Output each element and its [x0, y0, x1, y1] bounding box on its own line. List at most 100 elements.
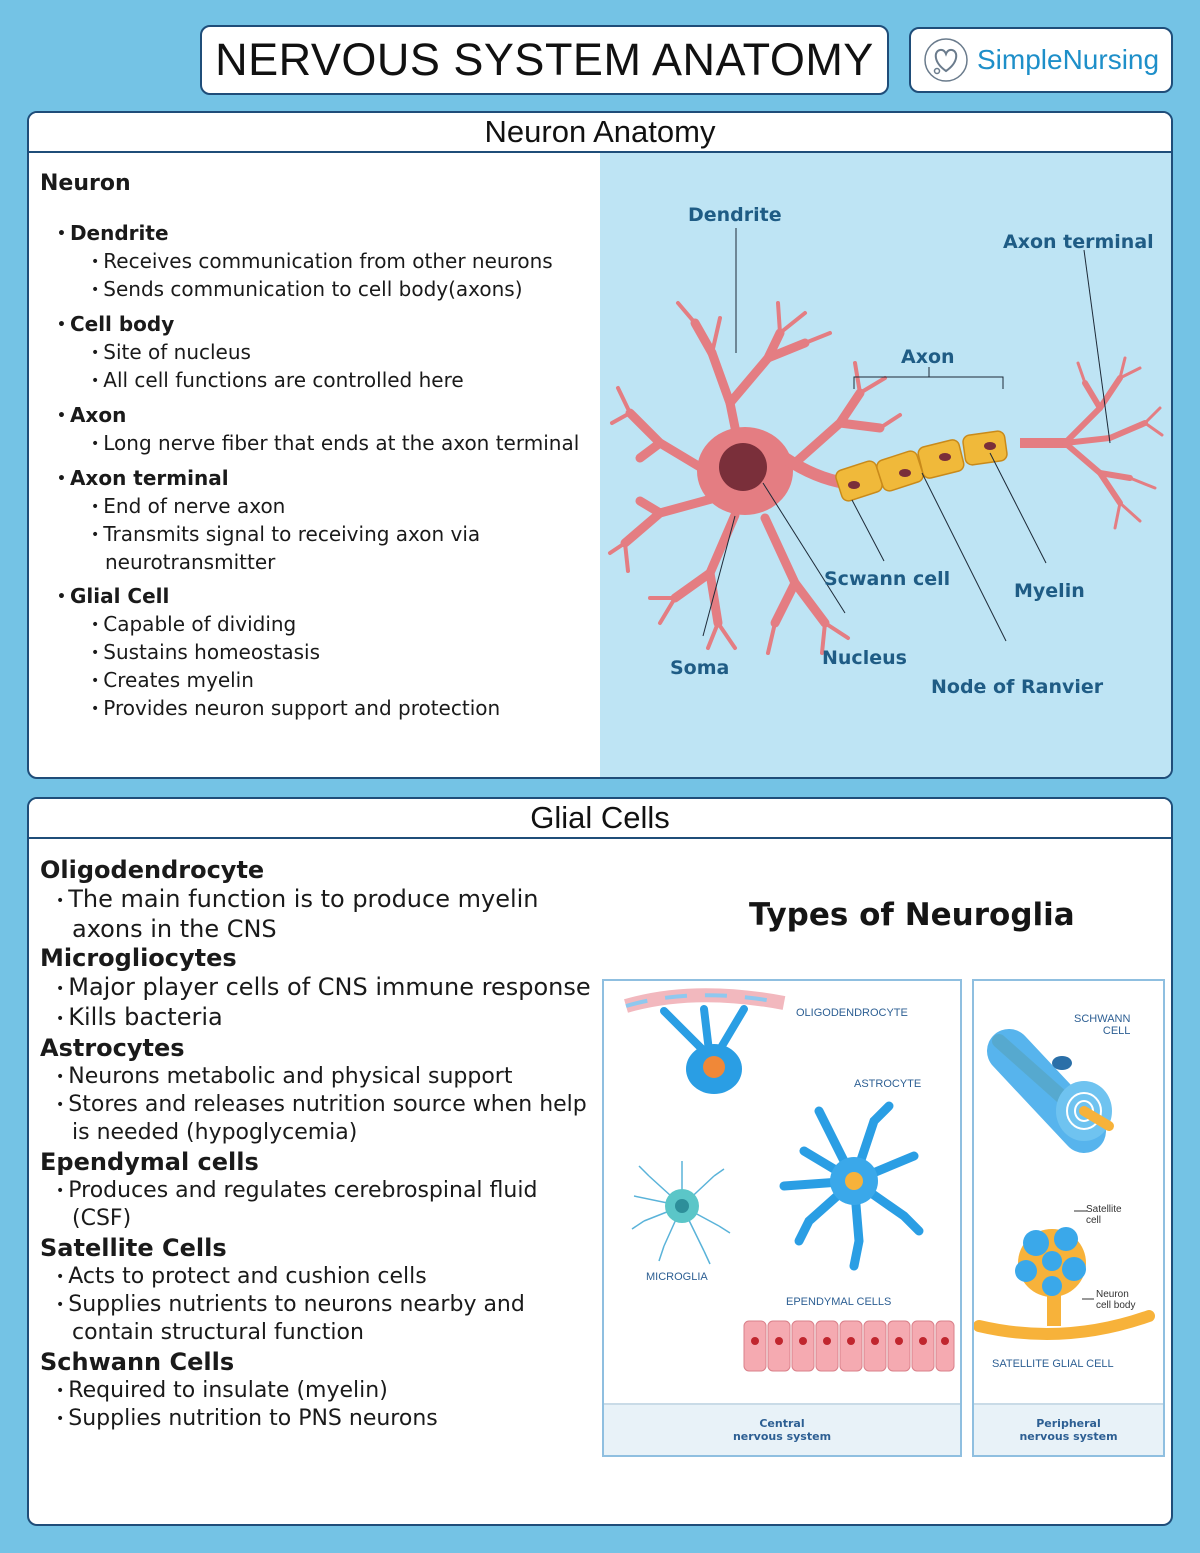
- glial-text: Oligodendrocyte•The main function is to …: [40, 855, 600, 1433]
- label-satellite-glial-cell: SATELLITE GLIAL CELL: [992, 1358, 1114, 1370]
- neuron-group: •Cell body•Site of nucleus•All cell func…: [40, 311, 600, 395]
- neuron-group: •Glial Cell•Capable of dividing•Sustains…: [40, 583, 600, 723]
- label-microglia: MICROGLIA: [646, 1271, 708, 1283]
- neuron-group-title: •Dendrite: [57, 220, 600, 248]
- glial-group-item-text: Stores and releases nutrition source whe…: [68, 1092, 587, 1145]
- neuron-anatomy-panel: Neuron Anatomy Neuron •Dendrite•Receives…: [27, 111, 1173, 779]
- glial-group-item-text: Supplies nutrients to neurons nearby and…: [68, 1292, 525, 1345]
- bullet-icon: •: [91, 527, 100, 543]
- neuron-section-title: Neuron: [40, 171, 131, 196]
- label-schwann-line1: SCHWANN: [1074, 1013, 1131, 1025]
- title-box: NERVOUS SYSTEM ANATOMY: [200, 25, 889, 95]
- neuron-group-item-text: Site of nucleus: [103, 340, 251, 364]
- pns-figure: SCHWANN CELL Satellite cell Neuron cell …: [972, 979, 1165, 1457]
- pns-footer-line2: nervous system: [1019, 1430, 1118, 1443]
- page-title: NERVOUS SYSTEM ANATOMY: [215, 34, 874, 85]
- neuron-group-item-text: All cell functions are controlled here: [103, 368, 464, 392]
- label-satellite-line1: Satellite: [1086, 1204, 1122, 1215]
- neuron-group-item: •Site of nucleus: [91, 339, 600, 367]
- bullet-icon: •: [91, 673, 100, 689]
- glial-cells-panel: Glial Cells Oligodendrocyte•The main fun…: [27, 797, 1173, 1526]
- glial-group-item: •Acts to protect and cushion cells: [56, 1263, 600, 1291]
- bullet-icon: •: [56, 1097, 65, 1113]
- bullet-icon: •: [91, 617, 100, 633]
- neuron-group-item-text: Transmits signal to receiving axon via n…: [103, 522, 481, 574]
- neuron-group-item: •Sends communication to cell body(axons): [91, 276, 600, 304]
- neuron-group-item-text: Sends communication to cell body(axons): [103, 277, 523, 301]
- neuron-group-item-text: Sustains homeostasis: [103, 640, 321, 664]
- label-oligodendrocyte: OLIGODENDROCYTE: [796, 1007, 908, 1019]
- glial-group-item-text: Acts to protect and cushion cells: [68, 1264, 427, 1289]
- bullet-icon: •: [56, 1411, 65, 1427]
- neuron-group-item-text: Capable of dividing: [103, 612, 297, 636]
- glial-group: Schwann Cells•Required to insulate (myel…: [40, 1347, 600, 1433]
- neuron-group-item: •End of nerve axon: [91, 493, 600, 521]
- neuron-groups: •Dendrite•Receives communication from ot…: [40, 220, 600, 723]
- label-astrocyte: ASTROCYTE: [854, 1078, 922, 1090]
- glial-group-item: •Stores and releases nutrition source wh…: [56, 1091, 600, 1147]
- glial-group-item-text: Kills bacteria: [68, 1003, 223, 1031]
- glial-groups: Oligodendrocyte•The main function is to …: [40, 855, 600, 1433]
- bullet-icon: •: [56, 981, 65, 997]
- neuron-group-title: •Cell body: [57, 311, 600, 339]
- bullet-icon: •: [56, 1011, 65, 1027]
- neuron-group: •Axon terminal•End of nerve axon•Transmi…: [40, 465, 600, 576]
- neuron-group-title-text: Glial Cell: [69, 584, 170, 608]
- glial-group-item-text: The main function is to produce myelin a…: [68, 885, 539, 943]
- bullet-icon: •: [57, 408, 66, 424]
- bullet-icon: •: [91, 436, 100, 452]
- neuron-group-item: •Creates myelin: [91, 667, 600, 695]
- label-schwann-line2: CELL: [1102, 1025, 1131, 1037]
- cns-footer-line1: Central: [759, 1417, 805, 1430]
- glial-cells-heading: Glial Cells: [29, 799, 1171, 839]
- glial-group: Oligodendrocyte •The main function is to …: [40, 855, 600, 943]
- logo-text: SimpleNursing: [977, 44, 1160, 75]
- glial-group-item: •Produces and regulates cerebrospinal fl…: [56, 1177, 600, 1233]
- neuron-diagram: Dendrite Axon terminal Axon Scwann cell …: [600, 153, 1171, 777]
- bullet-icon: •: [91, 499, 100, 515]
- cns-footer-line2: nervous system: [732, 1430, 832, 1443]
- neuron-group-item: •Receives communication from other neuro…: [91, 248, 600, 276]
- stethoscope-heart-icon: [924, 38, 968, 82]
- bullet-icon: •: [56, 1069, 65, 1085]
- bullet-icon: •: [91, 282, 100, 298]
- neuroglia-figure-title: Types of Neuroglia: [749, 897, 1075, 933]
- bullet-icon: •: [57, 589, 66, 605]
- glial-group-title: Oligodendrocyte: [40, 856, 265, 884]
- neuron-group-item: •Sustains homeostasis: [91, 639, 600, 667]
- neuron-group-title-text: Axon terminal: [69, 466, 229, 490]
- pns-footer: Peripheral nervous system: [974, 1403, 1163, 1455]
- pns-cells-illustration: [974, 1029, 1155, 1340]
- glial-group-item: •Required to insulate (myelin): [56, 1377, 600, 1405]
- label-ependymal-cells: EPENDYMAL CELLS: [786, 1296, 892, 1308]
- glial-group-title: Ependymal cells: [40, 1148, 259, 1176]
- pns-footer-line1: Peripheral: [1036, 1417, 1101, 1430]
- logo: SimpleNursing: [909, 27, 1173, 93]
- glial-group-item: •Supplies nutrition to PNS neurons: [56, 1405, 600, 1433]
- glial-group-item-text: Neurons metabolic and physical support: [68, 1064, 513, 1089]
- neuron-group-item: •Long nerve fiber that ends at the axon …: [91, 430, 600, 458]
- glial-group: Astrocytes•Neurons metabolic and physica…: [40, 1033, 600, 1147]
- neuron-text: Neuron •Dendrite•Receives communication …: [40, 171, 600, 730]
- glial-group-item: •Neurons metabolic and physical support: [56, 1063, 600, 1091]
- neuron-group-title: •Axon terminal: [57, 465, 600, 493]
- neuron-group-item-text: Creates myelin: [103, 668, 254, 692]
- label-satellite-line2: cell: [1086, 1215, 1102, 1226]
- label-soma: Soma: [670, 657, 729, 679]
- bullet-icon: •: [56, 1383, 65, 1399]
- label-node-of-ranvier: Node of Ranvier: [931, 676, 1104, 698]
- neuron-group-title-text: Axon: [69, 403, 127, 427]
- bullet-icon: •: [56, 1183, 65, 1199]
- label-body-line2: cell body: [1096, 1300, 1136, 1311]
- glial-group-item: •Major player cells of CNS immune respon…: [56, 973, 600, 1003]
- bullet-icon: •: [56, 893, 65, 909]
- label-satellite-cell: Satellite cell: [1086, 1204, 1122, 1226]
- cns-cells-illustration: [624, 988, 955, 1372]
- neuron-group-item-text: End of nerve axon: [103, 494, 286, 518]
- glial-group-item: •Supplies nutrients to neurons nearby an…: [56, 1291, 600, 1347]
- label-nucleus: Nucleus: [822, 647, 907, 669]
- label-axon-terminal: Axon terminal: [1003, 231, 1154, 253]
- neuron-group-item: •Provides neuron support and protection: [91, 695, 600, 723]
- glial-group: Satellite Cells•Acts to protect and cush…: [40, 1233, 600, 1347]
- glial-group-title: Schwann Cells: [40, 1348, 235, 1376]
